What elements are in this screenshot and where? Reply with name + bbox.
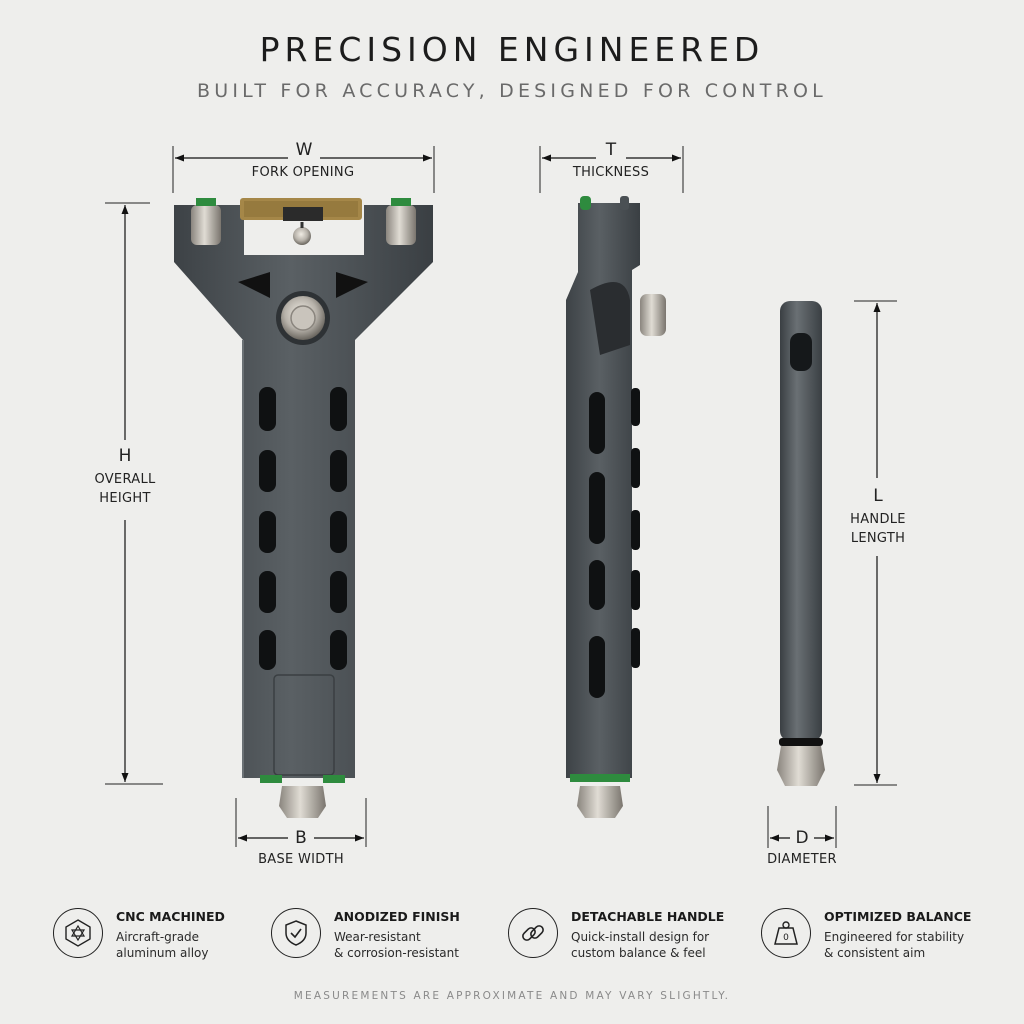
feature-desc-line2: aluminum alloy xyxy=(116,946,209,960)
thickness-dimension xyxy=(539,146,684,193)
feature-desc: Engineered for stability & consistent ai… xyxy=(824,929,964,961)
detachable-handle xyxy=(777,301,825,786)
feature-title: OPTIMIZED BALANCE xyxy=(824,909,972,924)
page-title: PRECISION ENGINEERED xyxy=(259,30,765,69)
feature-desc: Aircraft-grade aluminum alloy xyxy=(116,929,209,961)
feature-title: DETACHABLE HANDLE xyxy=(571,909,725,924)
side-view-frame xyxy=(566,196,666,818)
feature-desc-line2: & corrosion-resistant xyxy=(334,946,459,960)
feature-desc-line1: Quick-install design for xyxy=(571,930,710,944)
feature-desc: Wear-resistant & corrosion-resistant xyxy=(334,929,459,961)
diameter-dimension xyxy=(767,806,837,848)
handle-length-label-1: HANDLE xyxy=(850,512,906,527)
feature-desc-line1: Wear-resistant xyxy=(334,930,421,944)
footer-note: MEASUREMENTS ARE APPROXIMATE AND MAY VAR… xyxy=(293,990,731,1002)
page-subtitle: BUILT FOR ACCURACY, DESIGNED FOR CONTROL xyxy=(197,80,827,102)
thickness-letter: T xyxy=(605,140,617,160)
chain-link-icon xyxy=(508,908,558,958)
diameter-letter: D xyxy=(795,828,809,848)
overall-height-dimension xyxy=(105,202,163,785)
fork-opening-dimension xyxy=(172,146,435,193)
feature-title: ANODIZED FINISH xyxy=(334,909,460,924)
base-width-label: BASE WIDTH xyxy=(258,852,344,867)
handle-length-dimension xyxy=(854,300,897,786)
shield-check-icon xyxy=(271,908,321,958)
base-width-letter: B xyxy=(295,828,307,848)
weight-icon-glyph: 0 xyxy=(783,933,789,943)
overall-height-label-1: OVERALL xyxy=(94,472,156,487)
thickness-label: THICKNESS xyxy=(572,165,650,180)
base-width-dimension xyxy=(235,798,367,847)
fork-opening-label: FORK OPENING xyxy=(251,165,355,180)
feature-desc-line2: & consistent aim xyxy=(824,946,926,960)
hexagon-cube-icon xyxy=(53,908,103,958)
front-view-frame xyxy=(174,198,433,818)
weight-icon: 0 xyxy=(761,908,811,958)
feature-desc-line1: Aircraft-grade xyxy=(116,930,200,944)
fork-opening-letter: W xyxy=(295,140,313,160)
feature-desc-line1: Engineered for stability xyxy=(824,930,965,944)
feature-desc-line2: custom balance & feel xyxy=(571,946,706,960)
feature-desc: Quick-install design for custom balance … xyxy=(571,929,709,961)
overall-height-label-2: HEIGHT xyxy=(99,491,151,506)
handle-length-letter: L xyxy=(873,486,883,506)
diameter-label: DIAMETER xyxy=(767,852,837,867)
handle-length-label-2: LENGTH xyxy=(850,531,906,546)
feature-title: CNC MACHINED xyxy=(116,909,225,924)
overall-height-letter: H xyxy=(118,446,132,466)
